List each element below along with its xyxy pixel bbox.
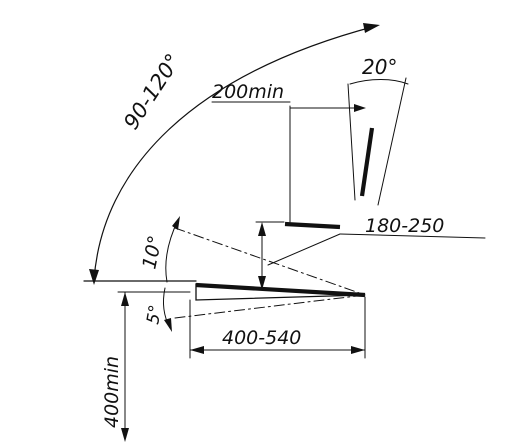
dim-400-540-arrow-left <box>190 346 204 354</box>
dim-180-arrow-bottom <box>258 276 266 290</box>
sweep-arc-arrow-top <box>363 23 380 33</box>
label-angle-5: 5° <box>143 303 166 326</box>
label-sweep-angle: 90-120° <box>119 49 185 133</box>
dim-400min-arrow-bottom <box>121 428 129 442</box>
angle-10-arc <box>165 219 179 283</box>
label-200min: 200min <box>212 81 284 103</box>
centerline-upper <box>174 227 366 296</box>
dim-400-540-arrow-right <box>351 346 365 354</box>
label-400min: 400min <box>101 356 123 428</box>
centerline-lower <box>174 294 366 319</box>
dim-180-leader-tail <box>339 233 486 239</box>
dim-200-arrow <box>354 104 366 112</box>
upper-bar <box>359 127 375 197</box>
dim-180-leader-line <box>267 233 341 266</box>
label-angle-10: 10° <box>138 234 167 272</box>
sweep-arc-arrow-bottom <box>89 269 99 285</box>
label-400-540: 400-540 <box>222 327 301 349</box>
label-180-250: 180-250 <box>365 215 444 237</box>
top-ext-right <box>377 77 407 206</box>
dim-180-arrow-top <box>258 222 266 236</box>
lower-bar <box>284 221 341 230</box>
label-top-angle: 20° <box>362 55 397 79</box>
angle-10-arrow <box>172 216 180 230</box>
angle-5-arrow <box>164 318 172 332</box>
top-ext-left <box>347 83 356 201</box>
dim-400min-arrow-top <box>121 292 129 306</box>
wedge-edge <box>195 282 366 298</box>
sweep-arc <box>93 25 377 281</box>
top-angle-arc <box>349 79 409 85</box>
